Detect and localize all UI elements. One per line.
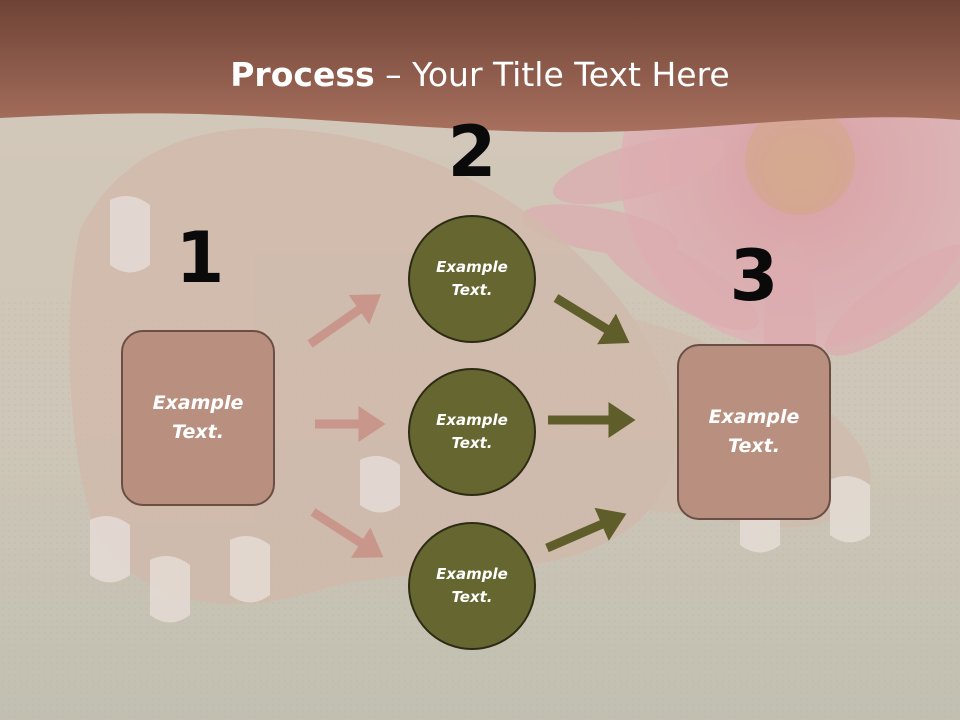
title-banner — [0, 0, 960, 133]
step-number-2: 2 — [447, 111, 497, 193]
title-rest: – Your Title Text Here — [374, 55, 730, 94]
title-bold: Process — [230, 55, 375, 94]
arrow-circle1-to-box3 — [553, 294, 630, 345]
step-number-3: 3 — [729, 235, 779, 317]
arrow-circle3-to-box3 — [545, 507, 627, 553]
step-number-1: 1 — [175, 217, 225, 299]
arrow-box1-to-circle1 — [307, 294, 382, 348]
arrow-box1-to-circle3 — [310, 508, 384, 558]
slide-title: Process – Your Title Text Here — [0, 52, 960, 98]
